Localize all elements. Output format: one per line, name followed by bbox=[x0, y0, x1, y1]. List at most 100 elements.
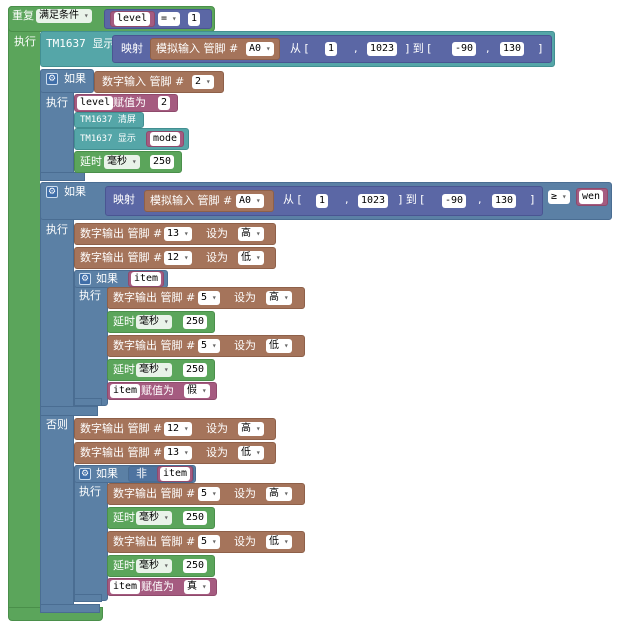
digital-out-label-8: 数字输出 管脚 # bbox=[113, 535, 196, 548]
pin-13-a[interactable]: 13 bbox=[164, 227, 192, 241]
map-to-high[interactable]: 130 bbox=[500, 42, 525, 56]
delay-value-4[interactable]: 250 bbox=[183, 511, 208, 525]
map-to-high-2[interactable]: 130 bbox=[492, 194, 517, 208]
delay-unit-3[interactable]: 毫秒 bbox=[136, 363, 172, 377]
map-to-2: ] 到 [ bbox=[398, 193, 425, 206]
level-high-2[interactable]: 高 bbox=[266, 291, 292, 305]
gear-icon[interactable]: ⚙ bbox=[79, 273, 91, 285]
digital-out-label-5: 数字输出 管脚 # bbox=[80, 422, 163, 435]
map-to-low[interactable]: -90 bbox=[452, 42, 477, 56]
pin-13-b[interactable]: 13 bbox=[164, 446, 192, 460]
assign-label-2: 赋值为 bbox=[141, 580, 174, 593]
level-high-1[interactable]: 高 bbox=[238, 227, 264, 241]
delay-value-5[interactable]: 250 bbox=[183, 559, 208, 573]
map-from-low-2[interactable]: 1 bbox=[316, 194, 329, 208]
delay-unit-1[interactable]: 毫秒 bbox=[104, 155, 140, 169]
gear-icon[interactable]: ⚙ bbox=[46, 186, 58, 198]
set-to-7: 设为 bbox=[234, 487, 256, 500]
condition-dropdown[interactable]: 满足条件 bbox=[36, 9, 92, 23]
compare-op-ge[interactable]: ≥ bbox=[548, 190, 570, 204]
if-label-4: 如果 bbox=[96, 467, 118, 480]
if-block-2[interactable] bbox=[40, 182, 74, 612]
map-to-low-2[interactable]: -90 bbox=[442, 194, 467, 208]
delay-unit-4[interactable]: 毫秒 bbox=[136, 511, 172, 525]
assign-level-label: 赋值为 bbox=[113, 96, 146, 109]
var-level-text: level bbox=[114, 12, 151, 26]
set-to-3: 设为 bbox=[234, 291, 256, 304]
comma-2: , bbox=[486, 42, 490, 55]
comma-1: , bbox=[354, 42, 358, 55]
digital-out-label-6: 数字输出 管脚 # bbox=[80, 446, 163, 459]
level-low-3[interactable]: 低 bbox=[238, 446, 264, 460]
pin-12-a[interactable]: 12 bbox=[164, 251, 192, 265]
var-wen-text: wen bbox=[579, 190, 604, 204]
set-to-1: 设为 bbox=[206, 227, 228, 240]
map-close: ] bbox=[538, 42, 543, 55]
if-not-item-footer bbox=[74, 594, 102, 602]
level-low-1[interactable]: 低 bbox=[238, 251, 264, 265]
pin-5-a[interactable]: 5 bbox=[198, 291, 220, 305]
set-to-5: 设为 bbox=[206, 422, 228, 435]
map-from-2: 从 [ bbox=[283, 193, 302, 206]
map-from-high[interactable]: 1023 bbox=[367, 42, 398, 56]
if-do-label-1: 执行 bbox=[46, 96, 68, 109]
delay-value-3[interactable]: 250 bbox=[183, 363, 208, 377]
map-from: 从 [ bbox=[290, 42, 309, 55]
analog-pin[interactable]: A0 bbox=[246, 42, 274, 56]
delay-unit-2[interactable]: 毫秒 bbox=[136, 315, 172, 329]
tm-display-mode-label: TM1637 显示 bbox=[80, 134, 136, 144]
comma-3: , bbox=[345, 193, 349, 206]
bool-true[interactable]: 真 bbox=[184, 580, 210, 594]
digital-out-label-2: 数字输出 管脚 # bbox=[80, 251, 163, 264]
map-from-high-2[interactable]: 1023 bbox=[358, 194, 389, 208]
analog-in-label-2: 模拟输入 管脚 # bbox=[150, 194, 233, 207]
delay-label-2: 延时 bbox=[113, 315, 135, 328]
delay-value-2[interactable]: 250 bbox=[183, 315, 208, 329]
if-item-footer bbox=[74, 398, 102, 406]
bool-false[interactable]: 假 bbox=[184, 384, 210, 398]
set-to-8: 设为 bbox=[234, 535, 256, 548]
compare-value[interactable]: 1 bbox=[188, 12, 201, 26]
digital-out-label-1: 数字输出 管脚 # bbox=[80, 227, 163, 240]
var-item-text-2: item bbox=[160, 467, 191, 481]
if-footer-1 bbox=[40, 172, 85, 181]
if-label-3: 如果 bbox=[96, 272, 118, 285]
level-high-4[interactable]: 高 bbox=[266, 487, 292, 501]
if-not-item-block[interactable] bbox=[74, 465, 108, 601]
if-do-label-4: 执行 bbox=[79, 485, 101, 498]
tm-display-label: TM1637 显示 bbox=[46, 37, 115, 50]
level-low-4[interactable]: 低 bbox=[266, 535, 292, 549]
pin-5-b[interactable]: 5 bbox=[198, 339, 220, 353]
var-item-text-1: item bbox=[131, 272, 162, 286]
set-to-2: 设为 bbox=[206, 251, 228, 264]
delay-label-3: 延时 bbox=[113, 363, 135, 376]
repeat-do-label: 执行 bbox=[14, 35, 36, 48]
delay-unit-5[interactable]: 毫秒 bbox=[136, 559, 172, 573]
else-label: 否则 bbox=[46, 418, 68, 431]
level-low-2[interactable]: 低 bbox=[266, 339, 292, 353]
map-from-low[interactable]: 1 bbox=[325, 42, 338, 56]
pin-5-d[interactable]: 5 bbox=[198, 535, 220, 549]
pin-5-c[interactable]: 5 bbox=[198, 487, 220, 501]
compare-op[interactable]: = bbox=[158, 12, 180, 26]
assign-label-1: 赋值为 bbox=[141, 384, 174, 397]
digital-out-label-4: 数字输出 管脚 # bbox=[113, 339, 196, 352]
assign-item-var-2: item bbox=[110, 580, 141, 594]
digital-in-pin[interactable]: 2 bbox=[192, 75, 214, 89]
digital-out-label-7: 数字输出 管脚 # bbox=[113, 487, 196, 500]
assign-level-var: level bbox=[77, 96, 114, 110]
assign-level-value[interactable]: 2 bbox=[158, 96, 171, 110]
gear-icon[interactable]: ⚙ bbox=[46, 73, 58, 85]
not-label: 非 bbox=[136, 467, 147, 480]
analog-pin-2[interactable]: A0 bbox=[236, 194, 264, 208]
level-high-3[interactable]: 高 bbox=[238, 422, 264, 436]
map-label: 映射 bbox=[121, 42, 143, 55]
repeat-label: 重复 bbox=[12, 9, 34, 22]
tm-clear-block[interactable] bbox=[74, 112, 144, 128]
if-label-1: 如果 bbox=[64, 72, 86, 85]
digital-out-label-3: 数字输出 管脚 # bbox=[113, 291, 196, 304]
gear-icon[interactable]: ⚙ bbox=[79, 468, 91, 480]
tm-clear-label: TM1637 清屏 bbox=[80, 115, 136, 125]
pin-12-b[interactable]: 12 bbox=[164, 422, 192, 436]
delay-value-1[interactable]: 250 bbox=[150, 155, 175, 169]
